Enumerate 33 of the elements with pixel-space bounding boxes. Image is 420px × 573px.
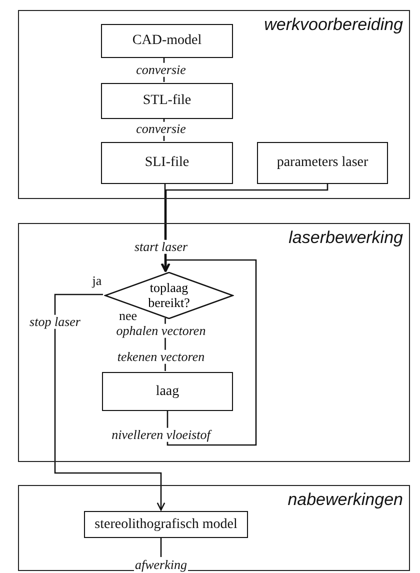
process-box bbox=[101, 24, 233, 58]
edge-label: nivelleren vloeistof bbox=[110, 428, 212, 442]
branch-label: nee bbox=[118, 308, 138, 324]
process-box bbox=[101, 142, 233, 184]
process-group-panel bbox=[18, 223, 410, 462]
process-box bbox=[84, 511, 248, 538]
edge-label: tekenen vectoren bbox=[116, 350, 206, 364]
decision-text: toplaag bereikt? bbox=[147, 281, 191, 310]
process-box bbox=[257, 142, 388, 184]
step-label: ophalen vectoren bbox=[116, 324, 206, 338]
box-label: SLI-file bbox=[144, 155, 190, 171]
branch-label: ja bbox=[92, 274, 102, 288]
edge-label: stop laser bbox=[28, 314, 82, 330]
edge-label: afwerking bbox=[134, 558, 188, 572]
box-label: STL-file bbox=[142, 93, 192, 109]
box-label: stereolithografisch model bbox=[94, 516, 238, 532]
process-box bbox=[102, 372, 233, 411]
panel-heading: nabewerkingen bbox=[288, 490, 403, 510]
box-label: laag bbox=[156, 384, 180, 400]
panel-heading: werkvoorbereiding bbox=[264, 15, 403, 35]
process-box bbox=[101, 83, 233, 119]
box-label: CAD-model bbox=[132, 33, 202, 49]
box-label: parameters laser bbox=[276, 155, 368, 171]
panel-heading: laserbewerking bbox=[288, 228, 403, 248]
edge-label: conversie bbox=[135, 122, 187, 136]
decision-diamond bbox=[104, 272, 234, 319]
edge-label: start laser bbox=[133, 240, 189, 254]
process-group-panel bbox=[18, 485, 410, 571]
arrow bbox=[162, 259, 257, 446]
connector-line bbox=[160, 537, 162, 557]
edge-label: conversie bbox=[135, 62, 187, 78]
process-group-panel bbox=[18, 10, 410, 199]
arrow bbox=[54, 294, 166, 511]
